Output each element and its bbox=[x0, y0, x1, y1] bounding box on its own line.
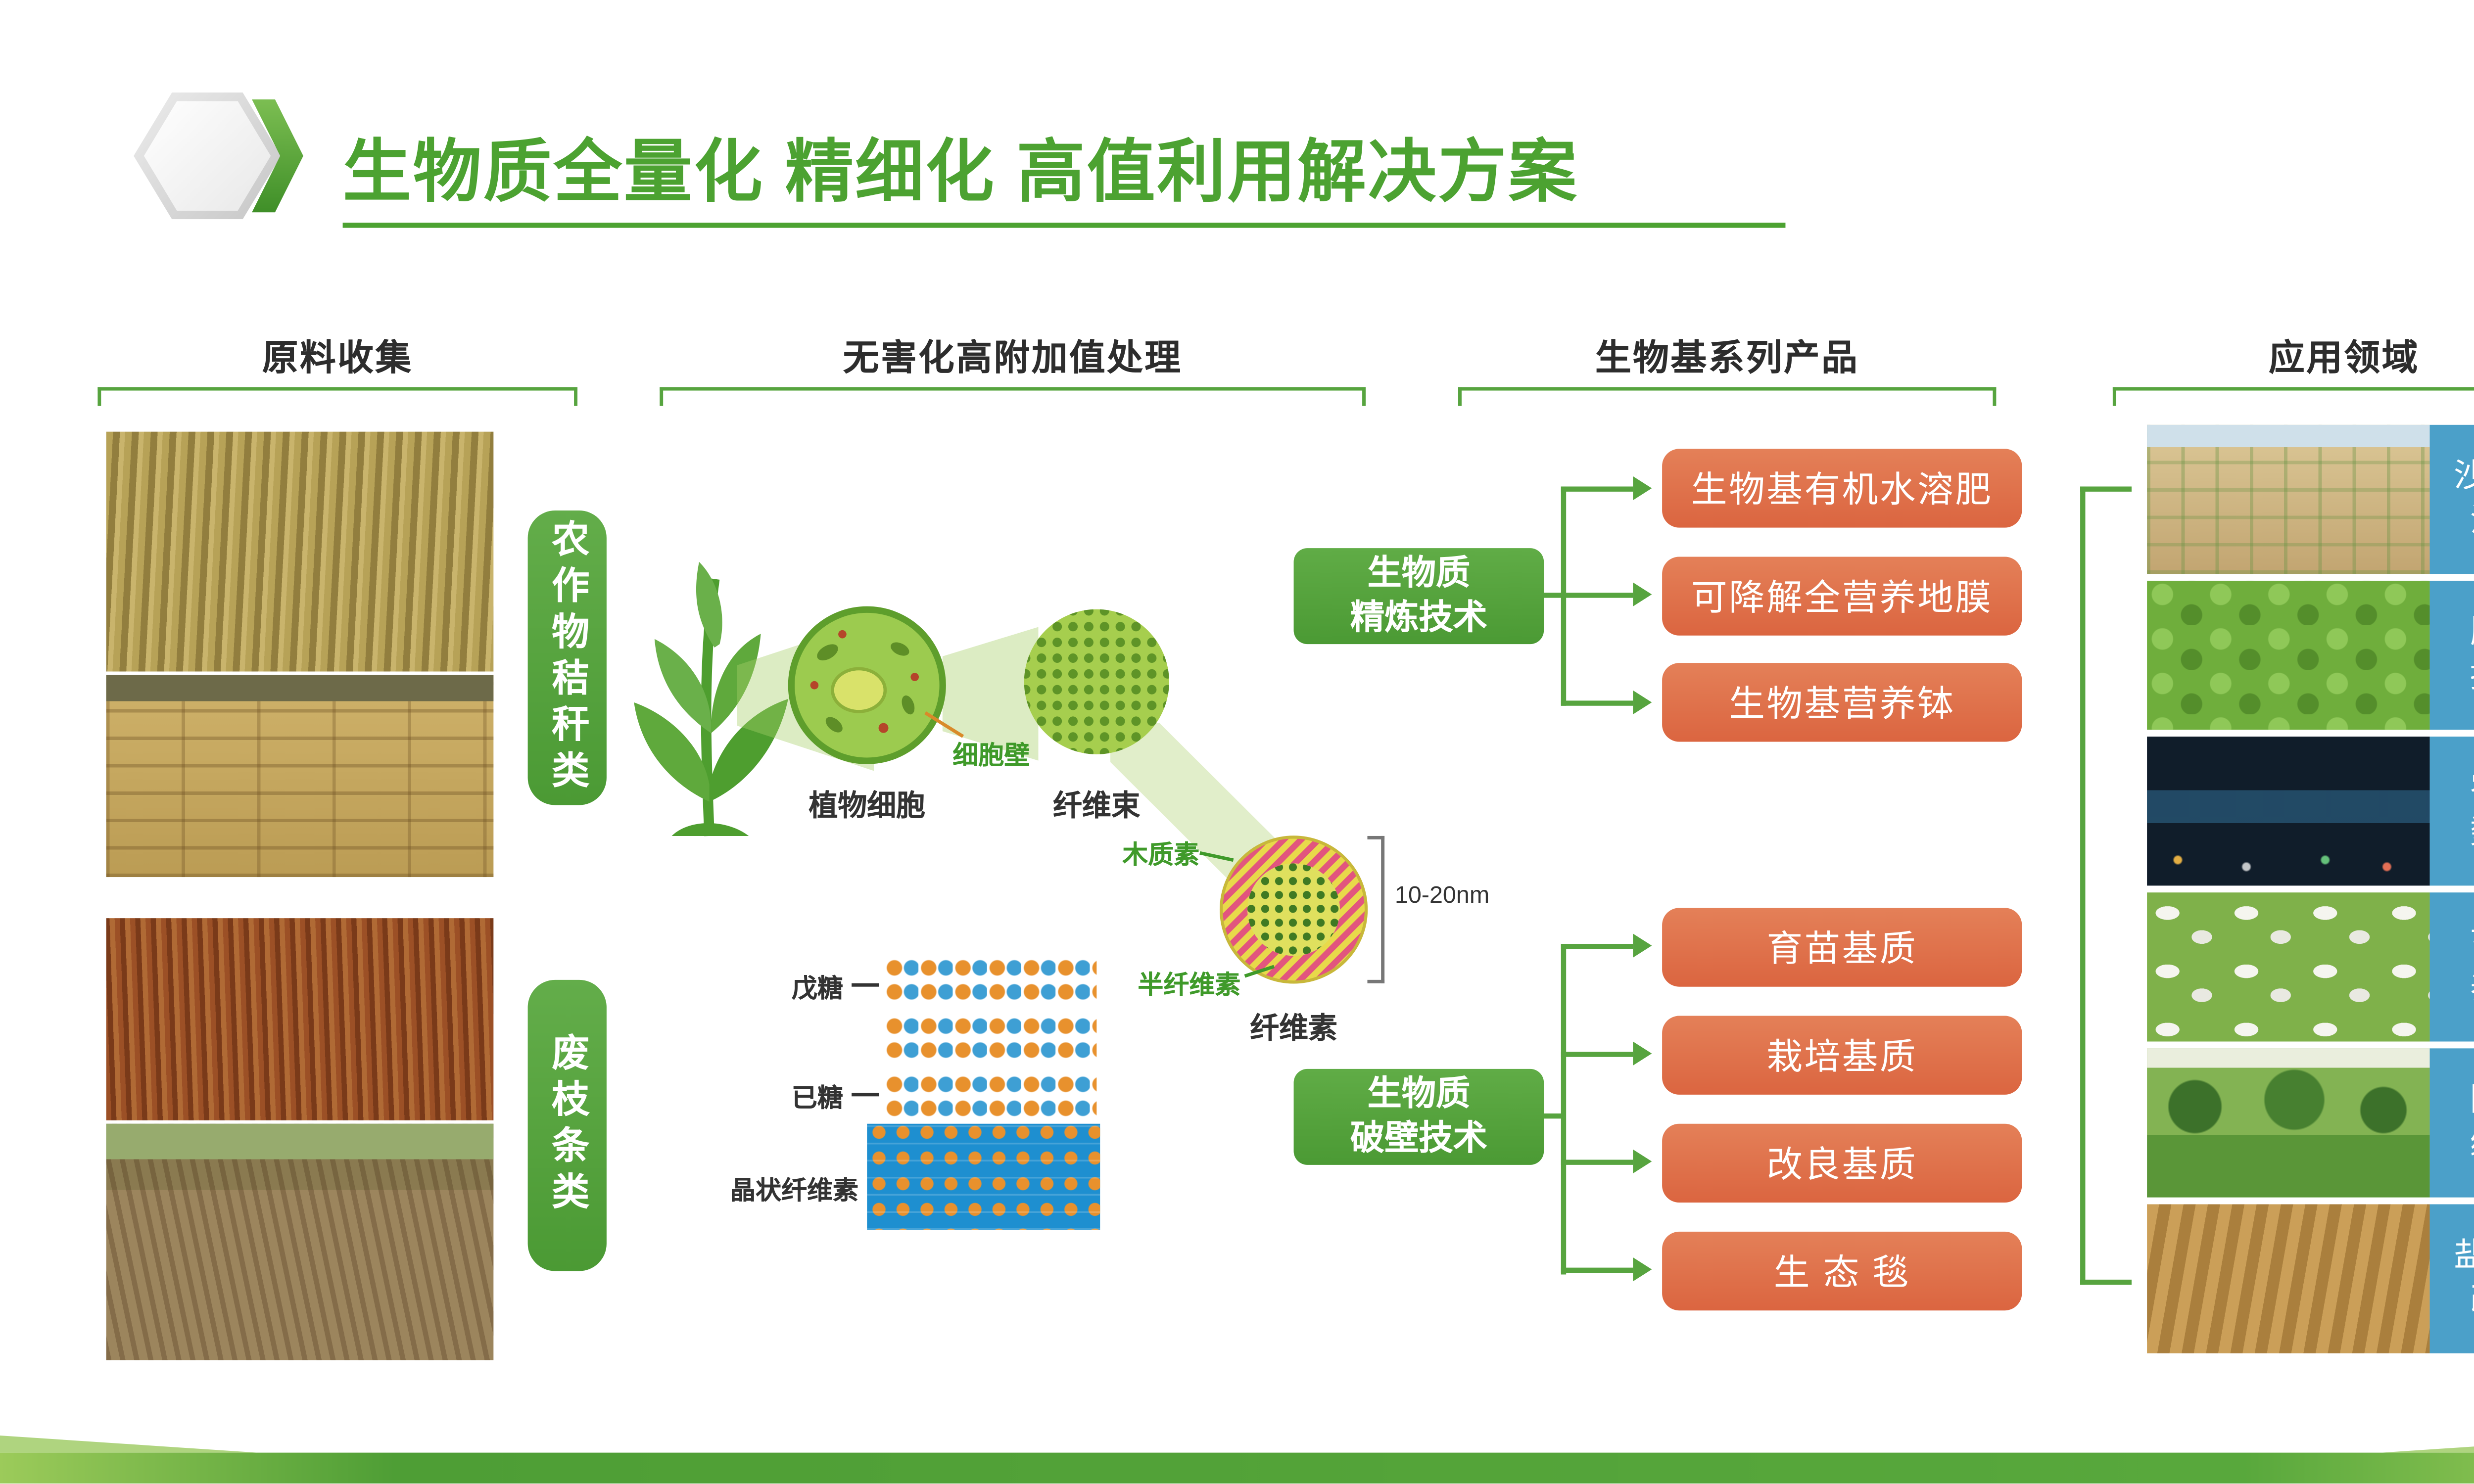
photo-fertility bbox=[2147, 580, 2430, 730]
product-water-soluble-fertilizer: 生物基有机水溶肥 bbox=[1662, 449, 2022, 528]
arrow-icon-breaking-2 bbox=[1633, 1041, 1652, 1066]
photo-waste-branches bbox=[106, 918, 494, 1120]
connector-breaking-trunk bbox=[1561, 944, 1567, 1275]
product-nutrition-pot: 生物基营养钵 bbox=[1662, 663, 2022, 742]
product-degradable-mulch-film: 可降解全营养地膜 bbox=[1662, 556, 2022, 636]
connector-refining-branch-3 bbox=[1561, 700, 1633, 706]
scale-label: 10-20nm bbox=[1394, 880, 1490, 908]
section-bracket-collection bbox=[97, 387, 578, 406]
photo-desert-control bbox=[2147, 424, 2430, 574]
connector-breaking-branch-3 bbox=[1561, 1159, 1633, 1165]
photo-corn-stalks bbox=[106, 431, 494, 672]
section-bracket-products bbox=[1458, 387, 1997, 406]
cell-wall-label: 细胞壁 bbox=[952, 742, 1030, 771]
arrow-icon-breaking-4 bbox=[1633, 1257, 1652, 1282]
product-eco-blanket: 生 态 毯 bbox=[1662, 1231, 2022, 1311]
cellulose-microfibril-diagram bbox=[1219, 835, 1368, 984]
connector-breaking-stub bbox=[1544, 1113, 1565, 1119]
section-bracket-processing bbox=[660, 387, 1366, 406]
link-bracket-vertical bbox=[2080, 486, 2086, 1285]
sugar-chain-row-2 bbox=[884, 1014, 1097, 1063]
crystalline-cellulose-image bbox=[867, 1123, 1100, 1230]
cellulose-label: 纤维素 bbox=[1250, 1012, 1337, 1045]
product-cultivation-substrate: 栽培基质 bbox=[1662, 1016, 2022, 1095]
section-header-collection: 原料收集 bbox=[262, 339, 413, 379]
tech-box-refining: 生物质 精炼技术 bbox=[1293, 548, 1544, 645]
link-bracket-top-stub bbox=[2080, 486, 2132, 492]
category-crop-straw: 农作物秸秆类 bbox=[527, 510, 607, 805]
plant-cell-label: 植物细胞 bbox=[809, 789, 926, 823]
connector-refining-branch-1 bbox=[1561, 486, 1633, 492]
application-saline-soil: 盐碱地 改良 bbox=[2429, 1204, 2474, 1353]
application-fertility: 肥力 提升 bbox=[2429, 580, 2474, 730]
photo-landscaping bbox=[2147, 1048, 2430, 1198]
photo-agri-data bbox=[2147, 737, 2430, 886]
fiber-bundle-label: 纤维束 bbox=[1053, 789, 1141, 823]
photo-orchard-branches bbox=[106, 1123, 494, 1360]
slide-title: 生物质全量化 精细化 高值利用解决方案 bbox=[342, 135, 1579, 211]
scale-bracket-bottom-tick bbox=[1367, 979, 1385, 983]
connector-breaking-branch-4 bbox=[1561, 1267, 1633, 1273]
tech-box-cell-breaking: 生物质 破壁技术 bbox=[1293, 1068, 1544, 1165]
hexose-pointer-line bbox=[852, 1093, 879, 1097]
connector-refining-stub bbox=[1544, 593, 1565, 598]
plant-illustration bbox=[634, 561, 788, 836]
photo-straw-bales bbox=[106, 675, 494, 878]
plant-cell-diagram bbox=[788, 606, 946, 764]
application-livestock: 畜牧 养殖 bbox=[2429, 892, 2474, 1042]
application-landscaping: 园林 绿化 bbox=[2429, 1048, 2474, 1198]
hexose-label: 已糖 bbox=[791, 1084, 843, 1113]
arrow-icon-breaking-3 bbox=[1633, 1149, 1652, 1174]
crystalline-cellulose-label: 晶状纤维素 bbox=[730, 1177, 859, 1206]
scale-bracket-line bbox=[1381, 835, 1385, 983]
product-seedling-substrate: 育苗基质 bbox=[1662, 908, 2022, 987]
category-waste-branches: 废枝条类 bbox=[527, 979, 607, 1271]
connector-refining-branch-2 bbox=[1561, 593, 1633, 598]
product-improved-substrate: 改良基质 bbox=[1662, 1123, 2022, 1203]
connector-breaking-branch-2 bbox=[1561, 1052, 1633, 1057]
application-agri-data: 农业 数据 bbox=[2429, 737, 2474, 886]
section-bracket-applications bbox=[2112, 387, 2474, 406]
connector-breaking-branch-1 bbox=[1561, 944, 1633, 949]
fiber-bundle-diagram bbox=[1024, 609, 1169, 754]
application-desertification: 沙漠化 治理 bbox=[2429, 424, 2474, 574]
section-header-products: 生物基系列产品 bbox=[1595, 339, 1859, 379]
photo-livestock bbox=[2147, 892, 2430, 1042]
arrow-icon-refining-1 bbox=[1633, 476, 1652, 501]
lignin-label: 木质素 bbox=[1122, 841, 1200, 871]
sugar-chain-row-1 bbox=[884, 956, 1097, 1004]
hemicellulose-label: 半纤维素 bbox=[1138, 971, 1241, 1001]
arrow-icon-breaking-1 bbox=[1633, 933, 1652, 958]
footer-wedge-left bbox=[0, 1435, 257, 1453]
arrow-icon-refining-2 bbox=[1633, 582, 1652, 606]
footer-ribbon bbox=[0, 1452, 2474, 1484]
section-header-processing: 无害化高附加值处理 bbox=[843, 339, 1183, 379]
photo-saline-soil bbox=[2147, 1204, 2430, 1353]
title-underline bbox=[342, 223, 1786, 228]
pentose-pointer-line bbox=[852, 983, 879, 987]
pentose-label: 戊糖 bbox=[791, 974, 843, 1004]
sugar-chain-row-3 bbox=[884, 1072, 1097, 1120]
scale-bracket-top-tick bbox=[1367, 835, 1385, 839]
section-header-applications: 应用领域 bbox=[2269, 339, 2420, 379]
footer-wedge-right bbox=[2381, 1435, 2474, 1453]
link-bracket-bottom-stub bbox=[2080, 1279, 2132, 1285]
arrow-icon-refining-3 bbox=[1633, 690, 1652, 715]
